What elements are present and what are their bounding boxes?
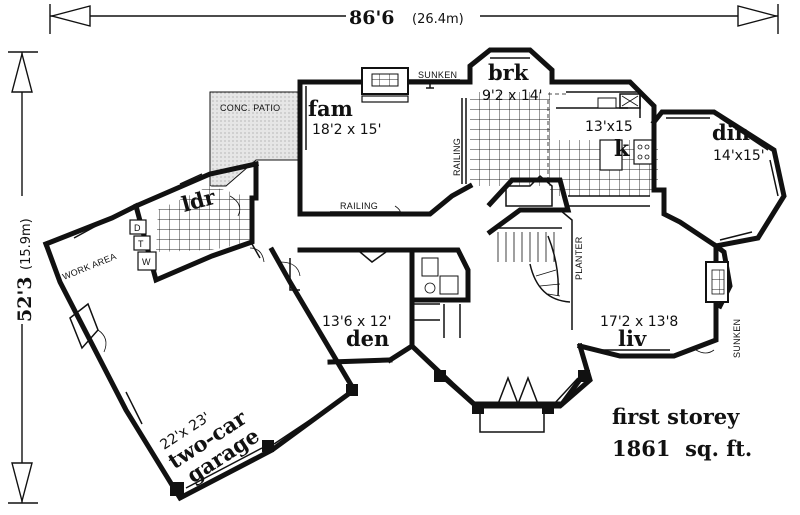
depth-label: 52'3: [14, 277, 36, 322]
k-size: 13'x15: [585, 119, 633, 135]
width-dimension: 86'6 (26.4m): [49, 4, 779, 34]
width-label: 86'6: [349, 7, 394, 29]
width-metric: (26.4m): [412, 12, 464, 27]
sunken-top-label: SUNKEN: [418, 70, 457, 80]
railing-vertical-label: RAILING: [452, 138, 462, 176]
caption: first storey 1861 sq. ft.: [612, 404, 752, 461]
depth-dimension: 52'3 (15.9m): [8, 51, 38, 504]
laundry-d: D: [134, 223, 141, 233]
brk-name: brk: [488, 60, 529, 85]
den-name: den: [346, 326, 389, 351]
work-area-label: WORK AREA: [61, 251, 118, 282]
den-size: 13'6 x 12': [322, 314, 391, 330]
exterior-walls: [42, 47, 787, 502]
liv-size: 17'2 x 13'8: [600, 314, 678, 330]
patio-label: CONC. PATIO: [220, 103, 280, 113]
railing-bottom-label: RAILING: [340, 201, 378, 211]
caption-line1: first storey: [612, 404, 740, 429]
depth-metric: (15.9m): [19, 218, 34, 270]
laundry-w: W: [142, 257, 151, 267]
caption-line2: 1861 sq. ft.: [612, 436, 752, 461]
brk-size: 9'2 x 14': [482, 88, 543, 104]
liv-name: liv: [618, 326, 647, 351]
fam-size: 18'2 x 15': [312, 122, 381, 138]
k-name: k: [614, 136, 630, 162]
laundry-t: T: [138, 239, 144, 249]
din-size: 14'x15': [713, 148, 765, 164]
laundry-floor: [156, 186, 252, 252]
brk-floor: [470, 92, 550, 186]
interior-details: [69, 57, 779, 496]
planter-label: PLANTER: [574, 236, 584, 280]
sunken-liv-label: SUNKEN: [732, 319, 742, 358]
fam-name: fam: [308, 96, 353, 121]
din-name: din: [712, 120, 750, 145]
